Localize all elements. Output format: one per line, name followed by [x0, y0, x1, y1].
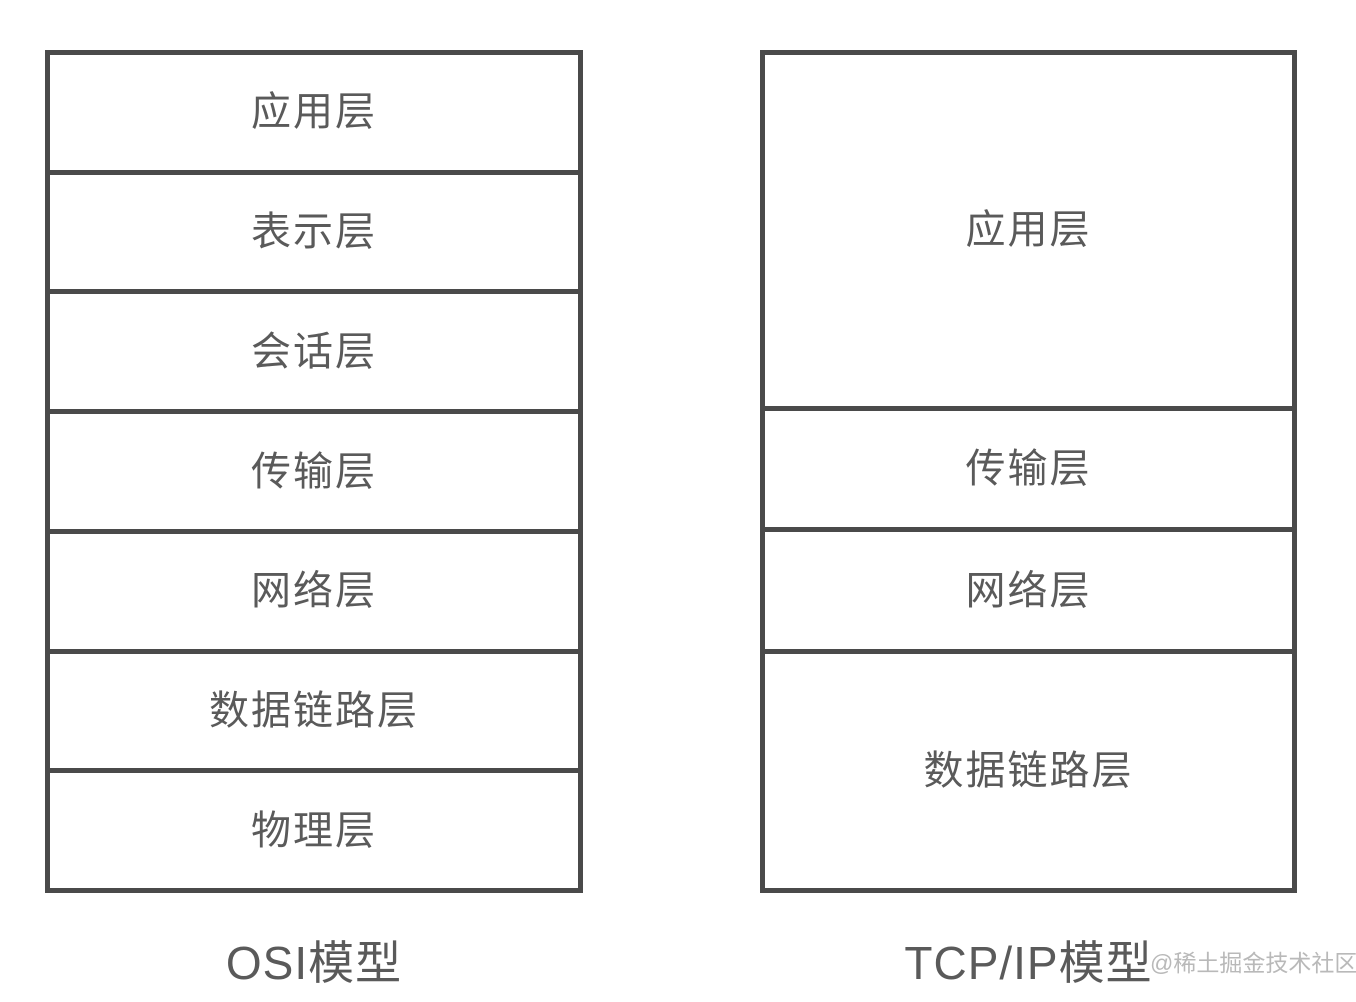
tcpip-layer-data-link: 数据链路层: [765, 654, 1292, 889]
osi-layer-data-link: 数据链路层: [50, 653, 578, 774]
layer-label: 应用层: [965, 208, 1092, 253]
tcpip-layer-network: 网络层: [765, 532, 1292, 655]
tcpip-layer-application: 应用层: [765, 55, 1292, 411]
tcpip-model-stack: 应用层 传输层 网络层 数据链路层: [760, 50, 1297, 893]
layer-label: 会话层: [251, 329, 377, 374]
layer-label: 网络层: [965, 568, 1092, 613]
layer-label: 数据链路层: [209, 688, 419, 733]
layer-label: 网络层: [251, 569, 377, 614]
osi-layer-application: 应用层: [50, 55, 578, 175]
layer-label: 表示层: [251, 210, 377, 255]
osi-model-caption: OSI模型: [225, 937, 403, 989]
layer-label: 传输层: [251, 449, 377, 494]
osi-layer-transport: 传输层: [50, 414, 578, 534]
osi-model-stack: 应用层 表示层 会话层 传输层 网络层 数据链路层 物理层: [45, 50, 583, 893]
watermark-text: @稀土掘金技术社区: [1150, 950, 1356, 976]
layer-label: 物理层: [251, 808, 377, 853]
layer-label: 传输层: [965, 447, 1092, 491]
layer-label: 应用层: [251, 90, 377, 135]
layer-label: 数据链路层: [923, 749, 1134, 794]
tcpip-layer-transport: 传输层: [765, 410, 1292, 533]
osi-layer-network: 网络层: [50, 533, 578, 654]
osi-layer-physical: 物理层: [50, 773, 578, 889]
tcpip-model-caption: TCP/IP模型: [904, 937, 1153, 989]
osi-layer-presentation: 表示层: [50, 174, 578, 295]
osi-layer-session: 会话层: [50, 294, 578, 415]
